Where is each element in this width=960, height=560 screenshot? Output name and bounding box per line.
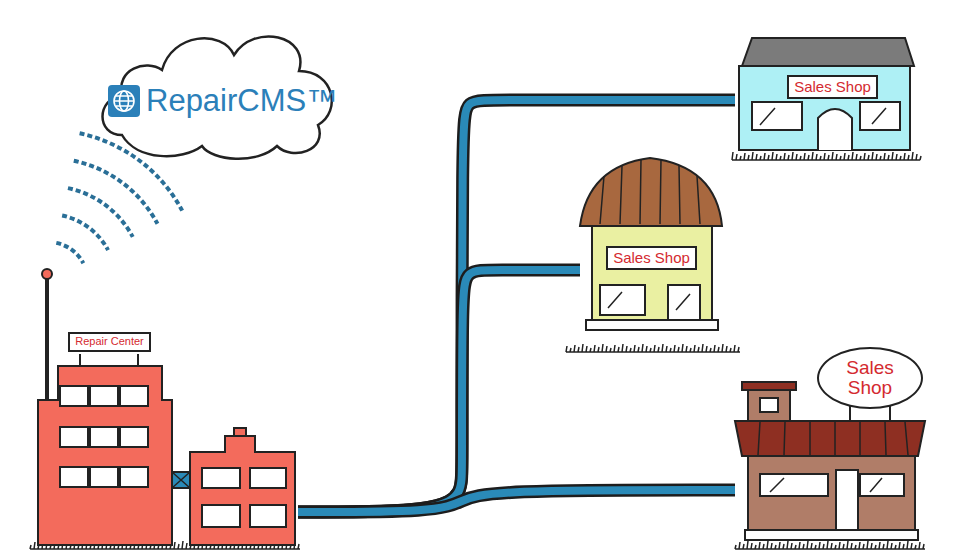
logo: RepairCMS™ (108, 83, 337, 119)
repair-center-building (45, 278, 49, 420)
sales-shop-building (735, 421, 925, 456)
repair-center: Repair Center (35, 328, 298, 548)
sales-shop-building (668, 285, 700, 320)
pipe-outline (298, 270, 580, 512)
sales-shop-building (586, 320, 718, 330)
logo-text: RepairCMS™ (146, 83, 337, 119)
sales-shop-building (758, 422, 908, 455)
sales-shop: Sales Shop (733, 35, 918, 160)
sales-shop-building (742, 38, 914, 66)
sales-shop-building (760, 108, 886, 125)
repair-center-building (60, 427, 88, 447)
sales-shop-building (600, 285, 645, 315)
pipe-connector (298, 270, 580, 512)
repair-center-building (42, 269, 52, 279)
sales-shop-building (748, 456, 915, 530)
signal-wave (56, 243, 83, 263)
sign-text: Sales Shop (835, 358, 905, 398)
sales-shop: Sales Shop (733, 343, 925, 548)
sales-shop-building (580, 158, 722, 330)
sales-shop-building (742, 382, 796, 390)
sales-shop-building (770, 478, 882, 492)
sales-shop-building (836, 470, 858, 530)
repair-center-building (202, 468, 286, 527)
globe-icon (114, 91, 134, 111)
sales-shop-building (735, 382, 925, 540)
repair-center-building (90, 467, 118, 487)
sales-shop-building (860, 102, 900, 130)
sign-text: Sales Shop (613, 250, 690, 266)
sales-shop-building (860, 474, 904, 496)
pipe (298, 490, 735, 512)
globe-icon (108, 85, 140, 117)
repair-center-building (172, 472, 190, 488)
shop-sign: Sales Shop (817, 347, 923, 409)
repair-center-building (90, 386, 118, 406)
sales-shop-building (739, 66, 910, 150)
repair-center-building (190, 436, 295, 545)
repair-center-building (234, 428, 246, 436)
signal-wave (62, 215, 108, 250)
sales-shop-building (818, 109, 852, 150)
repair-center-building (250, 505, 286, 527)
globe-icon (114, 96, 134, 106)
sign-text: Sales Shop (794, 79, 871, 95)
repair-center-building (137, 354, 139, 366)
sales-shop-building (592, 225, 712, 321)
globe-icon (108, 85, 140, 117)
pipe-connector (298, 490, 735, 512)
repair-center-building (60, 386, 88, 406)
repair-center-building (172, 472, 190, 488)
sales-shop-building (580, 158, 722, 226)
grass (732, 152, 921, 160)
sales-shop-building (752, 102, 802, 130)
repair-center-building (60, 467, 88, 487)
sales-shop-building (760, 474, 828, 496)
repair-center-building (38, 366, 172, 545)
grass (30, 152, 925, 549)
repair-center-building (79, 354, 81, 366)
cloud-service: RepairCMS™ (92, 15, 345, 163)
repair-center-building (90, 427, 118, 447)
sales-shop: Sales Shop (578, 158, 728, 333)
shop-sign: Sales Shop (606, 246, 697, 270)
pipe (298, 270, 580, 512)
repair-center-building (120, 427, 148, 447)
shop-sign: Sales Shop (787, 75, 878, 99)
sales-shop-building (760, 398, 778, 412)
pipe-connector (298, 100, 735, 512)
pipe-outline (298, 490, 735, 512)
sales-shop-building (748, 388, 790, 422)
signal-wave (74, 161, 158, 224)
signal-wave (68, 188, 133, 237)
sign-text: Repair Center (75, 336, 143, 348)
repair-center-building (202, 505, 240, 527)
sales-shop-building (889, 405, 891, 421)
pipe (298, 100, 735, 512)
sales-shop-building (608, 292, 690, 310)
sales-shop-building (600, 160, 700, 224)
repair-center-building (202, 468, 240, 488)
sales-shop-building (745, 530, 918, 540)
repair-center-building (60, 386, 148, 487)
repair-center-building (38, 269, 295, 545)
globe-icon (114, 91, 134, 111)
repair-center-building (120, 467, 148, 487)
pipe-outline (298, 100, 735, 512)
repair-center-building (120, 386, 148, 406)
repair-center-building (250, 468, 286, 488)
shop-sign: Repair Center (68, 332, 151, 352)
sales-shop-building (849, 405, 851, 421)
grass (735, 541, 925, 549)
grass (566, 344, 740, 352)
sales-shop-building (739, 38, 914, 150)
